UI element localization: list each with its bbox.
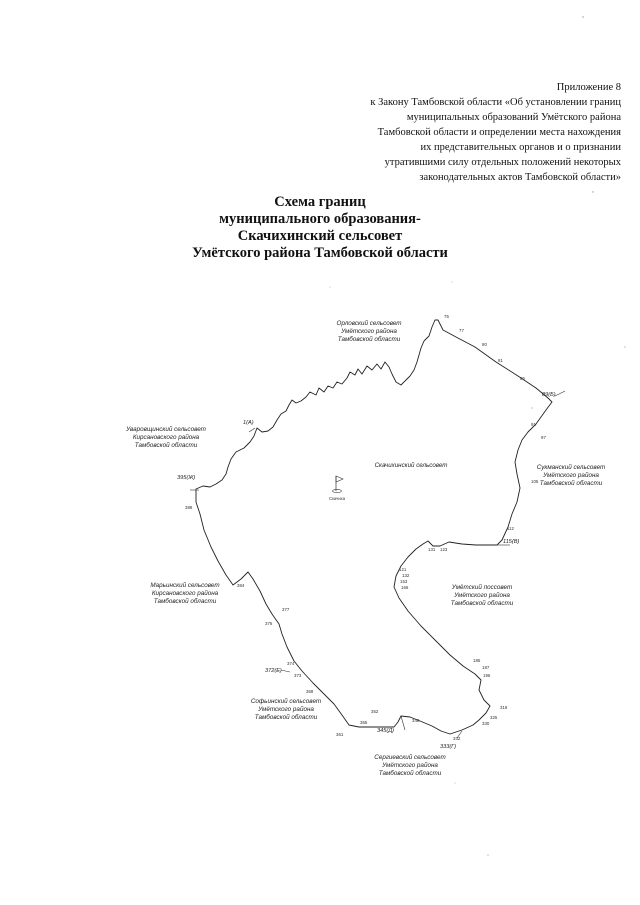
neighbor-label-line: Умётского района [542,471,599,479]
neighbor-sukmanka-label: Сукманский сельсовет Умётского района Та… [537,463,606,487]
code-333g: 333(Г) [440,744,456,750]
point-label: 374 [287,661,295,666]
point-label: 330 [482,721,490,726]
point-label: 80 [482,342,487,347]
neighbor-label-line: Орловский сельсовет [336,319,401,327]
neighbor-label-line: Уваровщинский сельсовет [125,425,206,433]
point-label: 340 [412,718,420,723]
neighbor-label-line: Марьинский сельсовет [150,581,219,589]
code-89b: 89(Б) [542,392,556,398]
neighbor-orlovka-label: Орловский сельсовет Умётского района Там… [336,319,401,343]
title-line: Схема границ [274,194,366,210]
appendix-line: муниципальных образований Умётского райо… [406,112,621,123]
appendix-line: их представительных органов и о признани… [420,142,621,153]
neighbor-label-line: Тамбовской области [379,769,442,777]
code-395zh: 395(Ж) [177,475,195,481]
main-area-label: Скачихинский сельсовет [375,462,448,469]
title-line: Скачихинский сельсовет [237,228,403,244]
point-label: 153 [400,579,408,584]
neighbor-marinsky-label: Марьинский сельсовет Кирсановского район… [150,581,219,605]
page-title: Схема границ муниципального образования-… [0,194,640,262]
settlement-label: Скачиха [329,496,346,501]
scan-specks [329,16,626,856]
point-label: 91 [531,422,536,427]
title-line: муниципального образования- [219,211,421,227]
point-label: 196 [483,673,491,678]
neighbor-label-line: Софьинский сельсовет [251,697,321,705]
point-label: 377 [282,607,290,612]
point-label: 352 [371,709,379,714]
appendix-header: Приложение 8 к Закону Тамбовской области… [321,80,621,185]
appendix-line: утратившими силу отдельных положений нек… [384,157,621,168]
appendix-line: к Закону Тамбовской области «Об установл… [370,97,621,108]
code-115v: 115(В) [503,539,520,545]
appendix-line: Приложение 8 [556,82,621,93]
point-label: 105 [531,479,539,484]
neighbor-label-line: Сергиевский сельсовет [374,753,445,761]
point-label: 81 [498,358,503,363]
neighbor-label-line: Умётский поссовет [451,583,512,591]
point-label: 318 [500,705,508,710]
neighbor-sofyinsky-label: Софьинский сельсовет Умётского района Та… [251,697,321,721]
title-line: Умётского района Тамбовской области [192,245,448,261]
boundary-ticks [190,390,566,739]
point-label: 368 [306,689,314,694]
neighbor-uvarovshchina-label: Уваровщинский сельсовет Кирсановского ра… [125,425,206,449]
settlement-flag-icon [332,475,344,493]
neighbor-label-line: Тамбовской области [255,713,318,721]
point-label: 185 [473,658,481,663]
point-label: 77 [459,328,464,333]
point-label: 373 [294,673,302,678]
neighbor-label-line: Умётского района [381,761,438,769]
neighbor-label-line: Тамбовской области [154,597,217,605]
point-label: 361 [336,732,344,737]
neighbor-sergievsky-label: Сергиевский сельсовет Умётского района Т… [374,753,445,777]
neighbor-label-line: Кирсановского района [133,433,200,441]
neighbor-label-line: Тамбовской области [540,479,603,487]
point-label: 121 [399,567,407,572]
point-label: 131 [428,547,436,552]
appendix-line: законодательных актов Тамбовской области… [419,172,621,183]
point-label: 325 [490,715,498,720]
point-label: 112 [507,526,515,531]
point-label: 85 [520,376,525,381]
neighbor-label-line: Умётского района [257,705,314,713]
point-label: 123 [440,547,448,552]
corner-points: 75 77 80 81 85 91 97 105 112 123 131 121… [185,314,546,741]
code-345d: 345(Д) [377,728,394,734]
neighbor-label-line: Тамбовской области [338,335,401,343]
neighbor-label-line: Тамбовской области [451,599,514,607]
point-label: 75 [444,314,449,319]
point-label: 376 [265,621,273,626]
boundary-line [195,319,553,735]
neighbor-label-line: Сукманский сельсовет [537,463,606,471]
neighbor-label-line: Тамбовской области [135,441,198,449]
point-label: 166 [401,585,409,590]
point-label: 332 [453,736,461,741]
point-label: 97 [541,435,546,440]
point-label: 355 [360,720,368,725]
point-label: 187 [482,665,490,670]
neighbor-umet-posovet-label: Умётский поссовет Умётского района Тамбо… [451,583,514,607]
appendix-line: Тамбовской области и определении места н… [377,127,621,138]
code-1a: 1(А) [243,420,254,426]
neighbor-label-line: Умётского района [340,327,397,335]
code-372e: 372(Е) [265,668,282,674]
point-label: 132 [402,573,410,578]
point-label: 384 [237,583,245,588]
neighbor-label-line: Кирсановского района [152,589,219,597]
point-label: 388 [185,505,193,510]
neighbor-label-line: Умётского района [453,591,510,599]
